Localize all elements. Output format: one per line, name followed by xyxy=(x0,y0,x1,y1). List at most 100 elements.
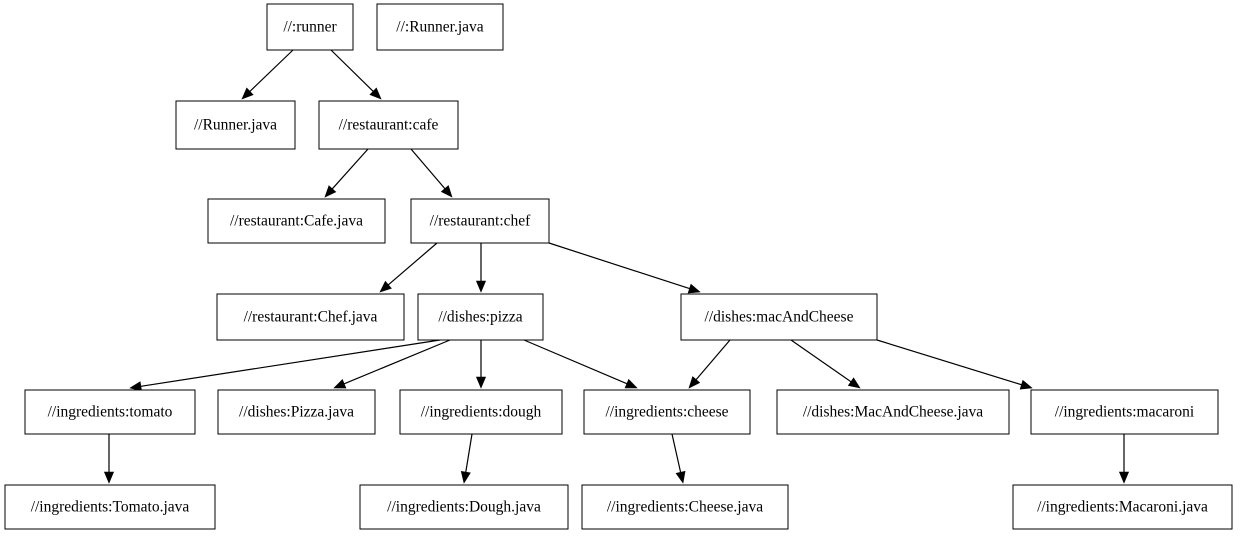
node-box[interactable] xyxy=(1030,389,1219,435)
node-label: //dishes:macAndCheese xyxy=(705,309,854,326)
edge-line xyxy=(140,339,441,387)
edge-arrowhead-icon xyxy=(847,377,861,389)
node-box[interactable] xyxy=(207,198,386,244)
graph-node[interactable]: //ingredients:Tomato.java xyxy=(4,484,216,530)
node-label: //restaurant:Chef.java xyxy=(244,309,378,326)
edge-arrowhead-icon xyxy=(687,283,701,294)
node-box[interactable] xyxy=(318,100,459,150)
node-label: //dishes:pizza xyxy=(438,309,522,326)
graph-edge xyxy=(523,339,638,389)
graph-edge xyxy=(330,49,382,100)
graph-node[interactable]: //restaurant:Chef.java xyxy=(216,293,405,341)
node-label: //:runner xyxy=(283,19,337,36)
node-box[interactable] xyxy=(581,484,789,530)
node-label: //restaurant:cafe xyxy=(339,117,439,134)
node-label: //ingredients:Tomato.java xyxy=(31,499,190,516)
node-label: //ingredients:tomato xyxy=(48,404,173,421)
graph-node[interactable]: //restaurant:Cafe.java xyxy=(207,198,386,244)
graph-node[interactable]: //ingredients:Cheese.java xyxy=(581,484,789,530)
node-box[interactable] xyxy=(776,389,1010,435)
graph-node[interactable]: //dishes:MacAndCheese.java xyxy=(776,389,1010,435)
node-box[interactable] xyxy=(266,3,354,51)
graph-node[interactable]: //Runner.java xyxy=(175,100,296,150)
graph-node[interactable]: //ingredients:tomato xyxy=(24,389,196,435)
edge-arrowhead-icon xyxy=(369,87,382,100)
node-label: //Runner.java xyxy=(194,117,277,134)
node-box[interactable] xyxy=(1012,484,1233,530)
graph-node[interactable]: //:Runner.java xyxy=(376,3,504,51)
edge-line xyxy=(548,242,690,290)
node-label: //:Runner.java xyxy=(396,19,484,36)
edge-line xyxy=(343,339,451,385)
node-box[interactable] xyxy=(175,100,296,150)
graph-node[interactable]: //dishes:Pizza.java xyxy=(217,389,376,435)
graph-edge xyxy=(548,242,701,294)
graph-node[interactable]: //ingredients:dough xyxy=(399,389,563,435)
node-box[interactable] xyxy=(410,198,550,244)
node-label: //dishes:MacAndCheese.java xyxy=(803,404,983,421)
edge-arrowhead-icon xyxy=(103,471,115,484)
edge-line xyxy=(249,49,294,92)
graph-edge xyxy=(688,339,731,389)
edge-arrowhead-icon xyxy=(324,185,337,198)
graph-node[interactable]: //ingredients:macaroni xyxy=(1030,389,1219,435)
node-box[interactable] xyxy=(583,389,751,435)
edge-line xyxy=(790,339,852,383)
edge-arrowhead-icon xyxy=(475,376,487,389)
edge-arrowhead-icon xyxy=(675,470,686,484)
node-box[interactable] xyxy=(217,389,376,435)
node-label: //ingredients:dough xyxy=(421,404,542,421)
graph-node[interactable]: //restaurant:chef xyxy=(410,198,550,244)
graph-node[interactable]: //dishes:macAndCheese xyxy=(680,293,878,341)
edge-line xyxy=(387,242,438,286)
edge-line xyxy=(410,148,446,190)
graph-node[interactable]: //restaurant:cafe xyxy=(318,100,459,150)
graph-node[interactable]: //:runner xyxy=(266,3,354,51)
graph-edge xyxy=(333,339,451,389)
node-label: //ingredients:Dough.java xyxy=(387,499,541,516)
node-box[interactable] xyxy=(399,389,563,435)
node-label: //dishes:Pizza.java xyxy=(239,404,354,421)
edge-arrowhead-icon xyxy=(688,376,701,389)
node-box[interactable] xyxy=(359,484,569,530)
graph-edge xyxy=(1118,434,1130,484)
graph-edge xyxy=(129,339,441,392)
node-box[interactable] xyxy=(24,389,196,435)
edge-line xyxy=(876,339,1022,386)
node-box[interactable] xyxy=(417,293,544,341)
graph-edge xyxy=(475,340,487,389)
node-box[interactable] xyxy=(4,484,216,530)
graph-edge xyxy=(876,339,1033,390)
node-label: //ingredients:macaroni xyxy=(1055,404,1195,421)
edge-layer xyxy=(103,49,1130,484)
edge-line xyxy=(523,339,628,385)
edge-line xyxy=(465,433,473,473)
graph-edge xyxy=(671,433,686,484)
edge-line xyxy=(331,148,369,190)
graph-node[interactable]: //ingredients:cheese xyxy=(583,389,751,435)
graph-edge xyxy=(379,242,438,293)
edge-arrowhead-icon xyxy=(460,471,471,484)
graph-edge xyxy=(475,243,487,293)
node-box[interactable] xyxy=(216,293,405,341)
edge-arrowhead-icon xyxy=(475,280,487,293)
node-layer: //:runner //:Runner.java //Runner.java //re… xyxy=(4,3,1233,530)
edge-arrowhead-icon xyxy=(333,379,347,389)
edge-arrowhead-icon xyxy=(129,381,142,392)
node-label: //ingredients:Macaroni.java xyxy=(1037,499,1208,516)
graph-node[interactable]: //ingredients:Dough.java xyxy=(359,484,569,530)
edge-arrowhead-icon xyxy=(440,185,453,198)
graph-node[interactable]: //dishes:pizza xyxy=(417,293,544,341)
graph-node[interactable]: //ingredients:Macaroni.java xyxy=(1012,484,1233,530)
node-box[interactable] xyxy=(376,3,504,51)
edge-arrowhead-icon xyxy=(241,87,254,100)
graph-edge xyxy=(460,433,473,484)
edge-arrowhead-icon xyxy=(1019,379,1033,390)
graph-edge xyxy=(324,148,369,198)
edge-arrowhead-icon xyxy=(379,280,392,293)
edge-line xyxy=(695,339,731,381)
node-box[interactable] xyxy=(680,293,878,341)
node-label: //restaurant:Cafe.java xyxy=(230,213,363,230)
